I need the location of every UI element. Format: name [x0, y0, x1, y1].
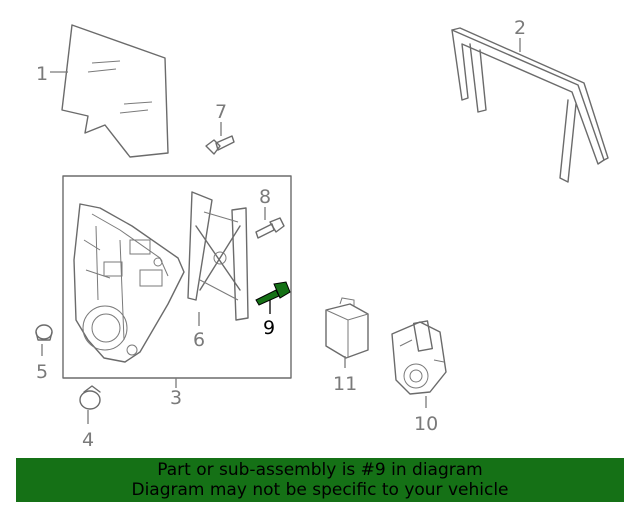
callout-number-11: 11: [333, 373, 357, 395]
banner-line-1: Part or sub-assembly is #9 in diagram: [157, 460, 483, 480]
grommet-part: [79, 385, 101, 410]
bolt-8-part: [255, 217, 285, 239]
callout-number-4: 4: [82, 429, 94, 451]
plug-part: [35, 324, 53, 341]
callout-number-6: 6: [193, 329, 205, 351]
run-channel-part: [451, 27, 609, 183]
callout-number-10: 10: [414, 413, 438, 435]
carrier-plate-part: [73, 203, 185, 363]
callout-number-1: 1: [36, 63, 48, 85]
callout-number-3: 3: [170, 387, 182, 409]
control-module-part: [325, 297, 369, 359]
banner-line-2: Diagram may not be specific to your vehi…: [131, 480, 509, 500]
callout-number-9: 9: [263, 317, 275, 339]
bolt-7-part: [205, 135, 235, 155]
callout-number-8: 8: [259, 186, 271, 208]
regulator-assembly-box: [62, 175, 292, 379]
motor-part: [391, 320, 447, 395]
callout-number-5: 5: [36, 361, 48, 383]
callout-number-7: 7: [215, 101, 227, 123]
door-glass-part: [61, 24, 169, 158]
regulator-part: [187, 191, 249, 321]
callout-number-2: 2: [514, 17, 526, 39]
bolt-9-highlighted-part: [255, 281, 291, 306]
info-banner: Part or sub-assembly is #9 in diagram Di…: [16, 458, 624, 502]
